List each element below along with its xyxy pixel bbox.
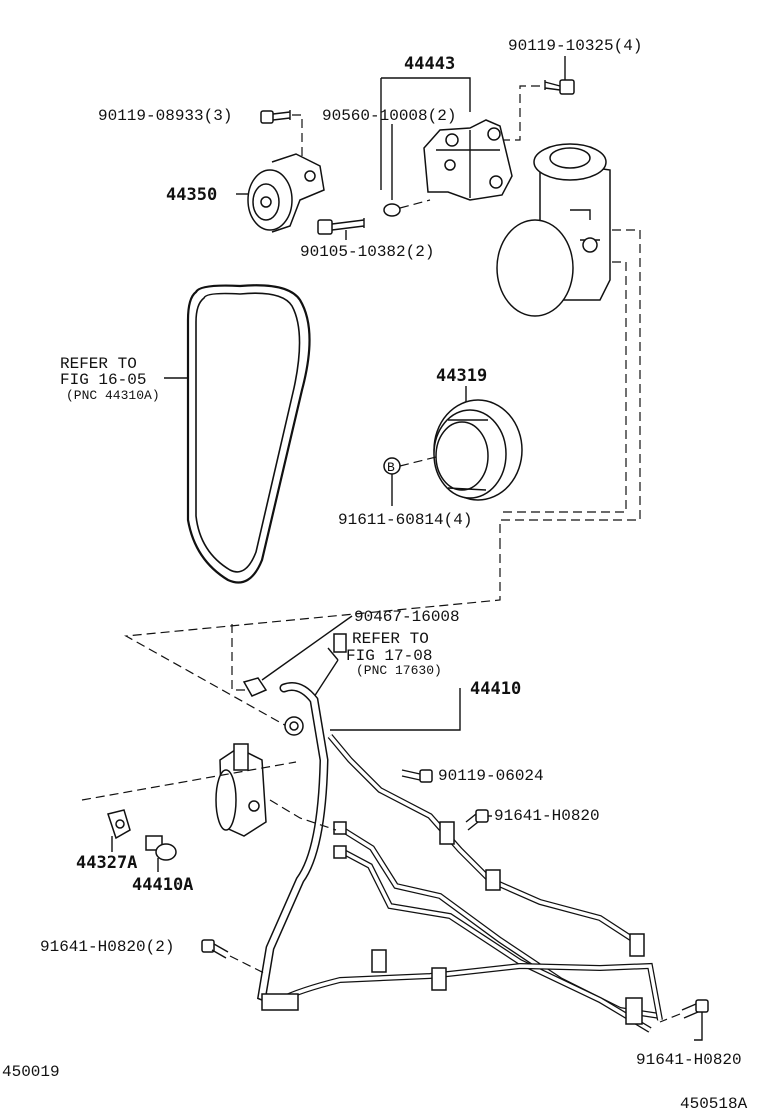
label-44443-bracket: 44443 (380, 54, 471, 190)
refer-text-2c: (PNC 17630) (356, 663, 442, 678)
part-number-90119-08933: 90119-08933(3) (98, 107, 232, 125)
bracket-44443 (423, 119, 513, 201)
part-number-44410a: 44410A (132, 875, 193, 895)
part-number-44350: 44350 (166, 185, 217, 205)
power-steering-pump (496, 143, 611, 317)
diagram-code-right: 450518A (680, 1095, 748, 1112)
bolt-90105-10382 (317, 218, 365, 235)
part-number-91641-h0820-2: 91641-H0820(2) (40, 938, 174, 956)
part-number-44443: 44443 (404, 54, 455, 74)
return-pipes (278, 734, 663, 1033)
part-number-44327a: 44327A (76, 853, 137, 873)
bolt-91641-h0820-2 (201, 939, 229, 959)
refer-text-1c: (PNC 44310A) (66, 388, 160, 403)
bolt-91641-h0820-b (681, 999, 709, 1019)
refer-text-2b: FIG 17-08 (346, 647, 432, 665)
bracket-44327a (107, 809, 131, 840)
pressure-hose-44410 (256, 682, 329, 1009)
part-number-44319: 44319 (436, 366, 487, 386)
bolt-90119-08933 (260, 110, 291, 124)
part-number-90105-10382: 90105-10382(2) (300, 243, 434, 261)
union-44410a (145, 835, 177, 861)
drive-belt (186, 284, 311, 584)
clamp-90467-16008 (242, 677, 268, 697)
refer-text-1b: FIG 16-05 (60, 371, 146, 389)
part-number-90119-06024: 90119-06024 (438, 767, 544, 785)
pipe-clamps (261, 821, 645, 1025)
part-number-90560-10008: 90560-10008(2) (322, 107, 456, 125)
spacer-90560-10008 (383, 203, 401, 217)
part-number-91641-h0820-a: 91641-H0820 (494, 807, 600, 825)
sensor-refer-17-08 (327, 633, 347, 661)
bolt-90119-06024 (401, 769, 433, 783)
refer-text-2a: REFER TO (352, 630, 429, 648)
part-number-90467-16008: 90467-16008 (354, 608, 460, 626)
diagram-code-left: 450019 (2, 1063, 60, 1081)
bolt-91641-h0820-a (465, 809, 489, 831)
part-number-91641-h0820-b: 91641-H0820 (636, 1051, 742, 1069)
washer-bolt-91611: B (383, 457, 401, 475)
bolt-90119-10325 (544, 79, 575, 95)
washer-mark: B (387, 460, 395, 475)
refer-text-1a: REFER TO (60, 355, 137, 373)
part-number-91611-60814: 91611-60814(4) (338, 511, 472, 529)
pump-pulley-44319 (433, 399, 523, 501)
idler-pulley-44350 (247, 153, 325, 233)
part-number-90119-10325: 90119-10325(4) (508, 37, 642, 55)
control-valve (215, 743, 267, 837)
part-number-44410: 44410 (470, 679, 521, 699)
